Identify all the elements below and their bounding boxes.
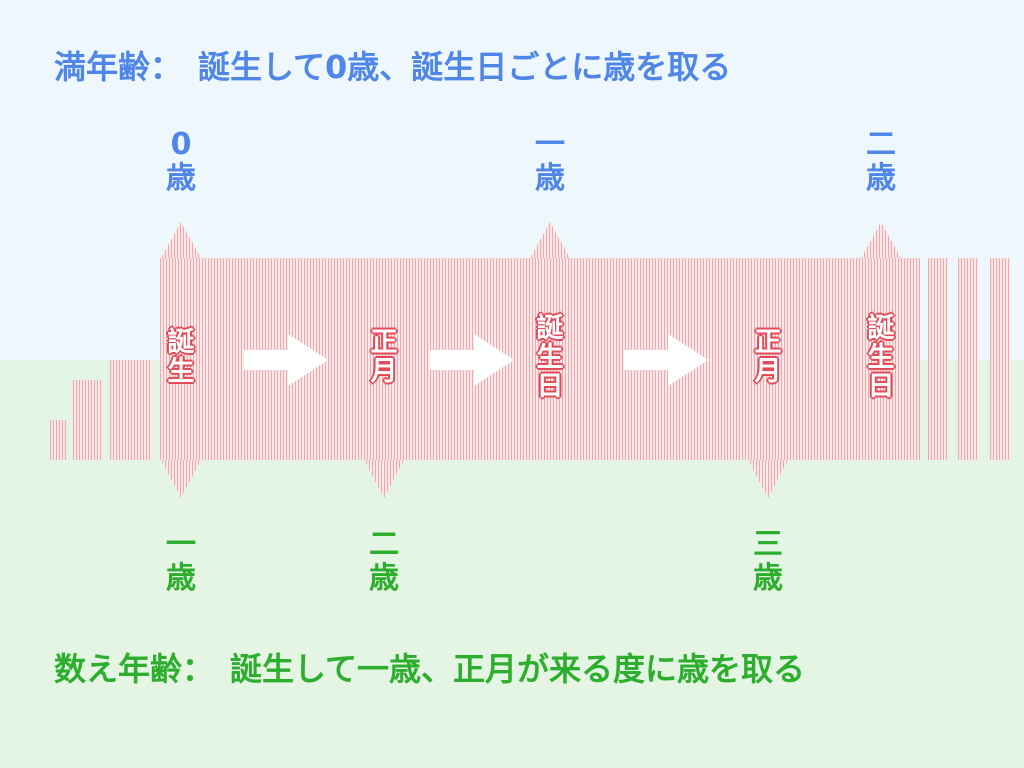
event-new-year-1: 正 月 — [364, 328, 404, 386]
up-pointer-2 — [530, 222, 570, 258]
event-new-year-1-char-1: 正 — [370, 327, 398, 358]
down-pointer-2 — [364, 460, 404, 498]
up-pointer-3 — [861, 222, 901, 258]
bottom-age-2: 三 歳 — [733, 528, 803, 596]
trail-bar-2 — [958, 258, 978, 460]
trail-bar-1 — [928, 258, 948, 460]
event-new-year-1-char-2: 月 — [370, 356, 398, 387]
event-new-year-2-char-1: 正 — [754, 327, 782, 358]
lead-bar-3 — [110, 360, 152, 460]
arrow-right-icon — [430, 334, 514, 386]
bottom-age-2-number: 三 — [753, 527, 783, 562]
event-new-year-2-char-2: 月 — [754, 356, 782, 387]
event-birthday-2-char-1: 誕 — [867, 313, 895, 344]
bottom-age-2-unit: 歳 — [753, 561, 783, 596]
down-pointer-1 — [161, 460, 201, 498]
arrow-right-icon — [624, 334, 708, 386]
event-birth: 誕 生 — [161, 328, 201, 386]
arrow-right-icon — [244, 334, 328, 386]
lead-bar-1 — [50, 420, 66, 460]
event-birthday-2-char-2: 生 — [867, 342, 895, 373]
event-birthday-2-char-3: 日 — [867, 371, 895, 402]
top-age-0: 0 歳 — [146, 128, 216, 196]
event-birthday-1-char-3: 日 — [536, 371, 564, 402]
bottom-age-0-unit: 歳 — [166, 561, 196, 596]
lead-bar-2 — [73, 380, 103, 460]
top-age-0-unit: 歳 — [166, 161, 196, 196]
bottom-age-0: 一 歳 — [146, 528, 216, 596]
top-age-2-number: 二 — [866, 127, 896, 162]
event-birthday-1-char-1: 誕 — [536, 313, 564, 344]
bottom-age-1-number: 二 — [369, 527, 399, 562]
up-pointer-1 — [161, 222, 201, 258]
trail-bar-3 — [990, 258, 1010, 460]
top-age-1-number: 一 — [535, 127, 565, 162]
event-birthday-2: 誕 生 日 — [861, 314, 901, 401]
top-age-2-unit: 歳 — [866, 161, 896, 196]
event-new-year-2: 正 月 — [748, 328, 788, 386]
event-birth-char-2: 生 — [167, 356, 195, 387]
top-age-2: 二 歳 — [846, 128, 916, 196]
down-pointer-3 — [748, 460, 788, 498]
top-age-0-number: 0 — [170, 127, 192, 162]
bottom-age-1-unit: 歳 — [369, 561, 399, 596]
top-caption-full-age: 満年齢： 誕生して0歳、誕生日ごとに歳を取る — [54, 48, 732, 86]
bottom-caption-counted-age: 数え年齢： 誕生して一歳、正月が来る度に歳を取る — [54, 650, 806, 688]
top-age-1-unit: 歳 — [535, 161, 565, 196]
event-birthday-1-char-2: 生 — [536, 342, 564, 373]
event-birth-char-1: 誕 — [167, 327, 195, 358]
bottom-age-1: 二 歳 — [349, 528, 419, 596]
bottom-age-0-number: 一 — [166, 527, 196, 562]
event-birthday-1: 誕 生 日 — [530, 314, 570, 401]
top-age-1: 一 歳 — [515, 128, 585, 196]
